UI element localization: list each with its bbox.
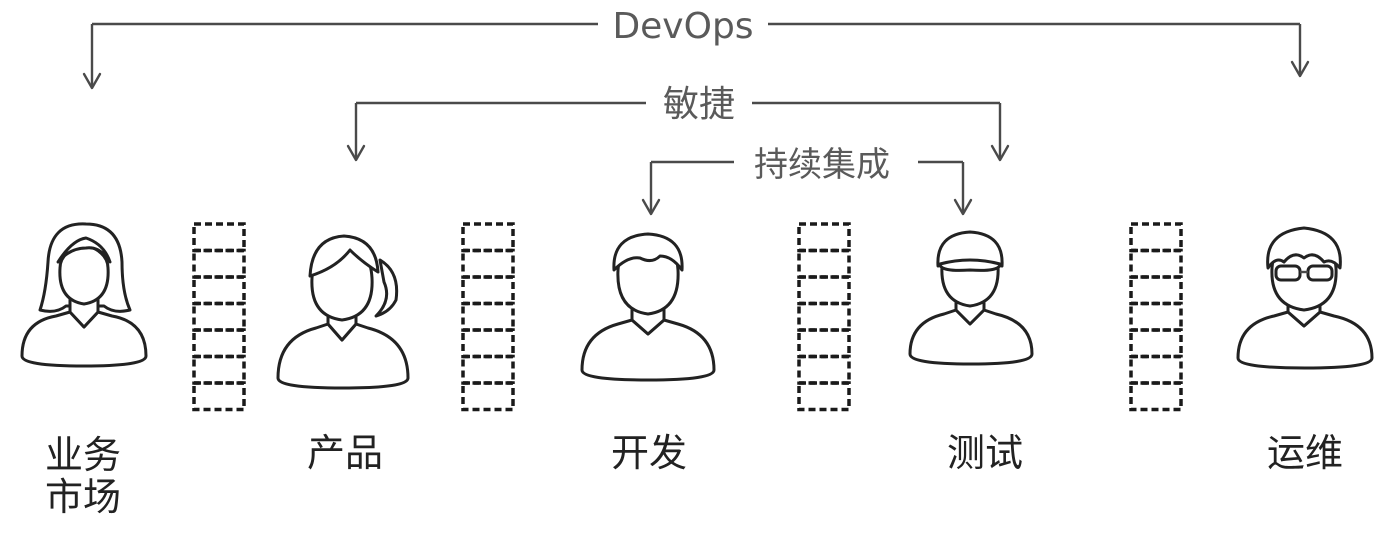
arrow-down-icon: [82, 72, 102, 90]
ladder-rung: [1129, 328, 1183, 359]
ladder-3: [797, 222, 851, 412]
ladder-rung: [192, 248, 246, 279]
test-person-icon: [908, 230, 1034, 366]
arrow-down-icon: [346, 144, 366, 162]
role-label-business-line1: 业务: [45, 433, 121, 477]
ladder-rung: [797, 248, 851, 279]
ladder-4: [1129, 222, 1183, 412]
ladder-rung: [1129, 301, 1183, 332]
ladder-rung: [461, 301, 515, 332]
ladder-rung: [1129, 354, 1183, 385]
ladder-rung: [797, 328, 851, 359]
role-label-business-line2: 市场: [45, 475, 121, 519]
role-label-product: 产品: [307, 431, 383, 475]
ladder-rung: [1129, 222, 1183, 253]
arrow-down-icon: [1290, 60, 1310, 78]
role-label-ops: 运维: [1267, 431, 1343, 475]
ladder-rung: [797, 222, 851, 253]
ladder-rung: [1129, 248, 1183, 279]
ladder-rung: [192, 275, 246, 306]
ci-label: 持续集成: [754, 145, 890, 185]
ladder-rung: [461, 222, 515, 253]
ladder-rung: [1129, 275, 1183, 306]
ladder-rung: [797, 381, 851, 412]
ladder-rung: [1129, 381, 1183, 412]
ladder-rung: [192, 354, 246, 385]
ladder-rung: [461, 275, 515, 306]
devops-bracket: DevOps: [82, 6, 1310, 90]
role-label-test: 测试: [947, 431, 1023, 475]
devops-label: DevOps: [612, 6, 753, 47]
ladder-2: [461, 222, 515, 412]
ladder-rung: [192, 222, 246, 253]
agile-label: 敏捷: [663, 84, 735, 125]
ladder-rung: [461, 328, 515, 359]
ladder-rung: [192, 381, 246, 412]
ladder-rung: [461, 381, 515, 412]
ladder-rung: [192, 328, 246, 359]
arrow-down-icon: [641, 198, 661, 216]
ladder-rung: [192, 301, 246, 332]
product-person-icon: [276, 234, 410, 390]
ladder-rung: [461, 354, 515, 385]
arrow-down-icon: [953, 198, 973, 216]
ladder-rung: [461, 248, 515, 279]
dev-person-icon: [580, 232, 716, 382]
ci-bracket: 持续集成: [641, 145, 973, 216]
ladder-rung: [797, 354, 851, 385]
glasses-icon: [1306, 264, 1334, 282]
glasses-icon: [1274, 264, 1302, 282]
ladder-1: [192, 222, 246, 412]
ops-person-icon: [1236, 226, 1374, 370]
ladder-rung: [797, 275, 851, 306]
business-person-icon: [20, 222, 148, 368]
ladder-rung: [797, 301, 851, 332]
arrow-down-icon: [990, 144, 1010, 162]
role-label-dev: 开发: [611, 431, 687, 475]
agile-bracket: 敏捷: [346, 84, 1010, 162]
